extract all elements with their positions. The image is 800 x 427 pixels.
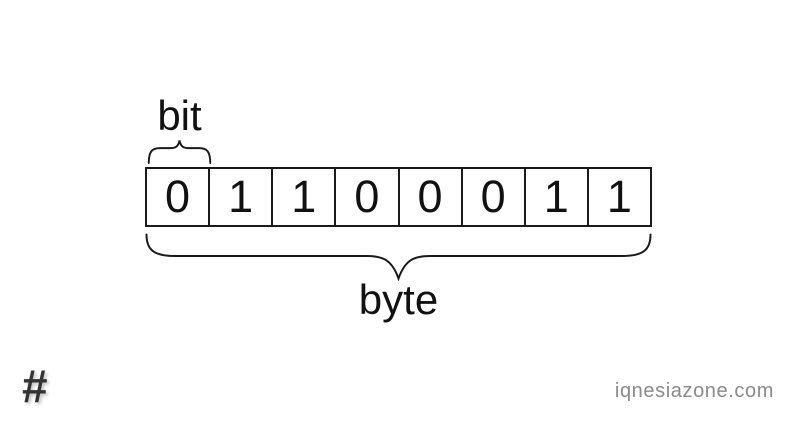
bit-cell: 1 [208,169,271,225]
bit-brace-icon [147,140,212,164]
byte-label: byte [358,276,439,323]
website-credit: iqnesiazone.com [614,380,774,402]
bit-cell: 0 [397,169,461,225]
bit-cell: 0 [460,169,524,225]
bit-cell: 0 [165,171,191,222]
bit-label: bit [157,92,202,139]
hash-icon: # [22,360,48,412]
bit-cell: 1 [523,169,587,225]
byte-brace-icon [145,233,652,281]
bit-cell: 1 [586,169,650,225]
bit-cell: 1 [271,169,334,225]
bit-cell: 0 [334,169,397,225]
